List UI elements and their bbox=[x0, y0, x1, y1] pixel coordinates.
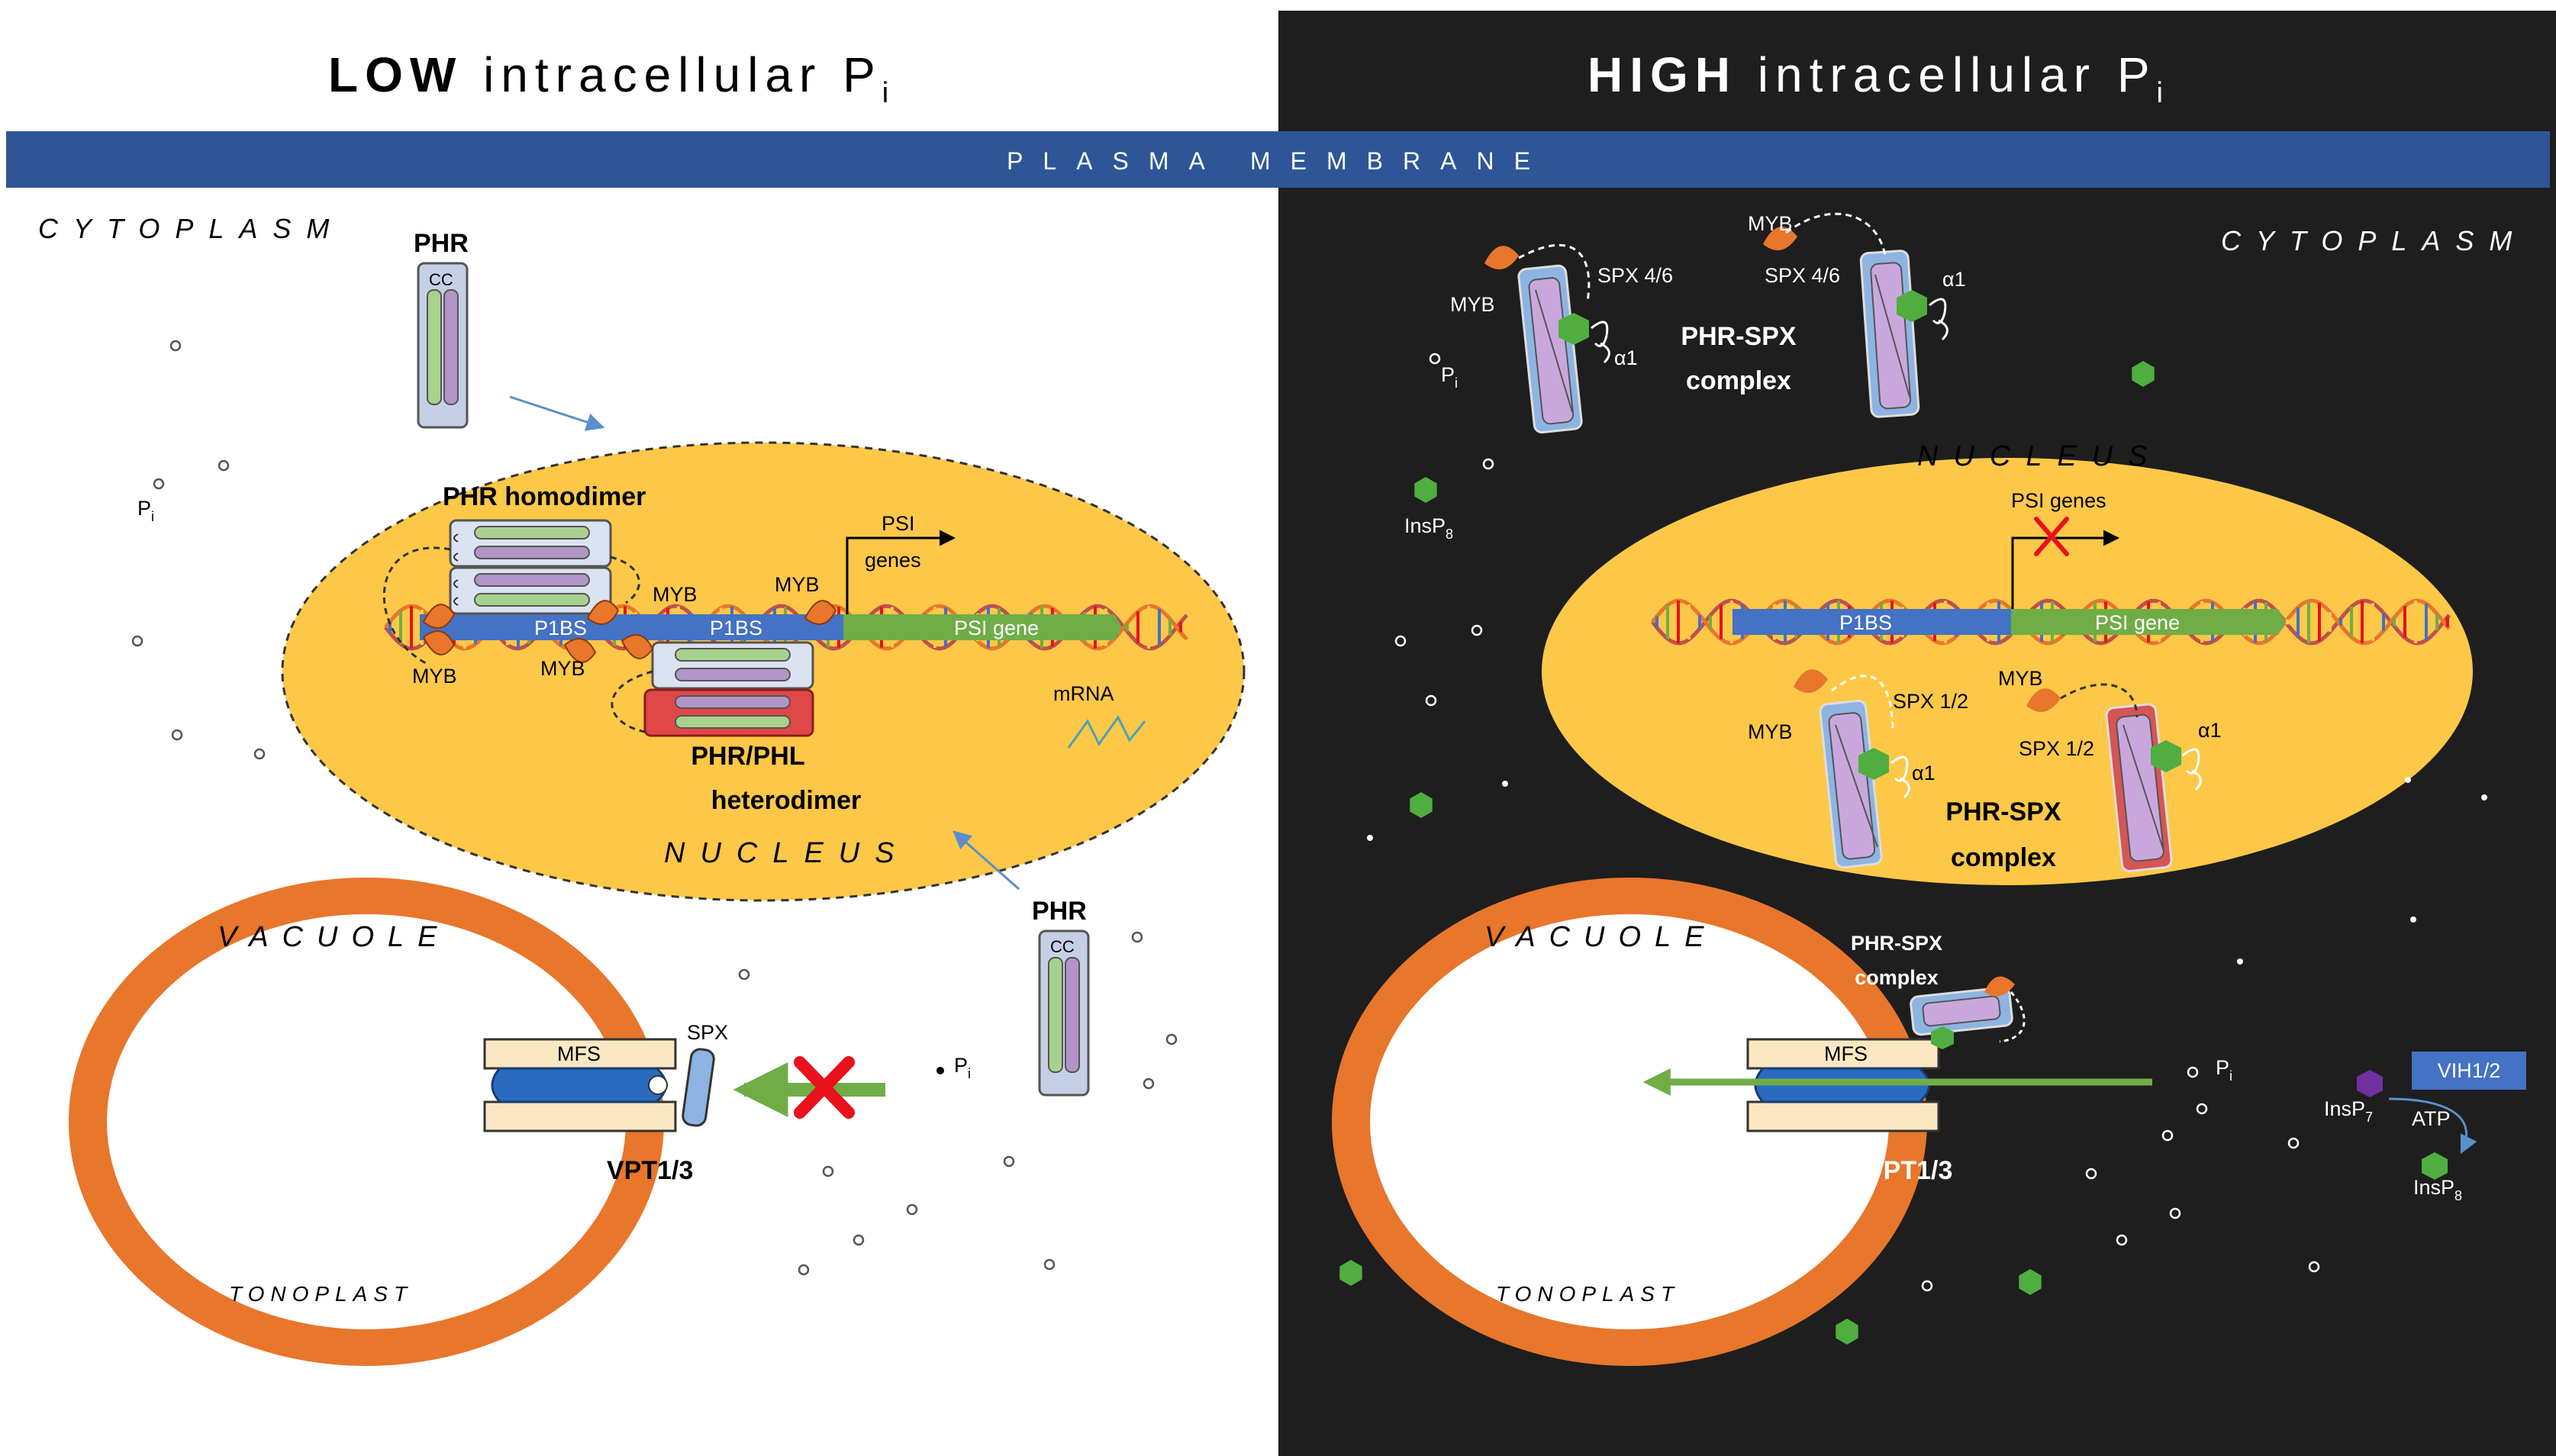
nuclear-alpha-label-1: α1 bbox=[1912, 762, 1936, 784]
cyto-myb-label-1: MYB bbox=[1450, 293, 1495, 316]
right-p1bs-label: P1BS bbox=[1839, 611, 1892, 634]
nuclear-phr-spx-complex-1 bbox=[1794, 669, 1910, 869]
cyto-phr-spx-label-1: PHR-SPX bbox=[1681, 322, 1796, 351]
left-mfs-label: MFS bbox=[557, 1042, 601, 1065]
left-pi-label-2: Pi bbox=[954, 1054, 971, 1081]
phr-homodimer-label: PHR homodimer bbox=[443, 482, 646, 511]
cyto-spx46-label-2: SPX 4/6 bbox=[1765, 264, 1840, 287]
left-myb-label-3: MYB bbox=[412, 665, 457, 688]
nuclear-myb-label-2: MYB bbox=[1998, 667, 2043, 690]
cyto-myb-label-2: MYB bbox=[1748, 212, 1793, 235]
right-pi-label-1: Pi bbox=[1441, 363, 1458, 391]
left-psi-genes-label-2: genes bbox=[865, 549, 921, 572]
left-p1bs-label-2: P1BS bbox=[710, 617, 762, 639]
phr-bottom-cc: CC bbox=[1050, 937, 1075, 956]
transporter-phr-spx-label-1: PHR-SPX bbox=[1851, 932, 1942, 955]
right-title: HIGH intracellular Pi bbox=[1587, 47, 2170, 109]
right-insp8-label-1: InsP8 bbox=[1404, 514, 1453, 542]
left-pi-dot bbox=[936, 1067, 944, 1074]
phr-top-label: PHR bbox=[414, 229, 469, 258]
nuclear-spx12-label-2: SPX 1/2 bbox=[2019, 737, 2094, 760]
left-mfs-transporter bbox=[483, 1038, 677, 1132]
plasma-membrane bbox=[6, 131, 2550, 188]
left-psi-gene-bar bbox=[843, 614, 1122, 640]
cytoplasm-phr-spx-complex-2 bbox=[1763, 212, 1948, 418]
phr-phl-heterodimer bbox=[611, 641, 814, 737]
left-myb-label-4: MYB bbox=[540, 657, 585, 680]
left-p1bs-label-1: P1BS bbox=[534, 617, 587, 639]
insp7-molecule bbox=[2357, 1070, 2383, 1097]
phr-import-arrow bbox=[509, 395, 605, 431]
right-nucleus-label: NUCLEUS bbox=[1917, 440, 2163, 472]
left-pi-label-1: Pi bbox=[137, 497, 154, 524]
left-tonoplast-label: TONOPLAST bbox=[229, 1282, 413, 1306]
phr-top-protein bbox=[417, 262, 469, 429]
phr-phl-label-1: PHR/PHL bbox=[691, 742, 804, 771]
left-title: LOW intracellular Pi bbox=[328, 47, 895, 109]
right-psi-arrow bbox=[2011, 530, 2120, 609]
right-cytoplasm-label: CYTOPLASM bbox=[2221, 225, 2527, 256]
nuclear-alpha-label-2: α1 bbox=[2198, 719, 2222, 742]
left-cytoplasm-label: CYTOPLASM bbox=[38, 213, 344, 244]
right-tonoplast-label: TONOPLAST bbox=[1496, 1282, 1680, 1306]
left-vacuole-lumen bbox=[107, 914, 626, 1329]
left-psi-arrow bbox=[846, 530, 956, 614]
left-myb-label-1: MYB bbox=[653, 583, 698, 606]
right-psi-genes-label: PSI genes bbox=[2011, 489, 2106, 512]
phr-bottom-arrow bbox=[952, 830, 1020, 891]
right-nucleus bbox=[1542, 458, 2473, 885]
nuclear-phr-spx-label-1: PHR-SPX bbox=[1945, 797, 2061, 826]
nuclear-spx12-label-1: SPX 1/2 bbox=[1893, 690, 1968, 713]
right-insp7-label: InsP7 bbox=[2324, 1097, 2373, 1125]
nuclear-myb-label-1: MYB bbox=[1748, 720, 1793, 743]
cyto-alpha-label-2: α1 bbox=[1942, 268, 1966, 291]
mrna-squiggle bbox=[1067, 715, 1146, 749]
nuclear-phr-spx-label-2: complex bbox=[1951, 843, 2056, 872]
right-mfs-transporter bbox=[1746, 1038, 1940, 1132]
cyto-alpha-label-1: α1 bbox=[1614, 346, 1638, 369]
left-spx-domain bbox=[682, 1048, 715, 1127]
left-vpt-label: VPT1/3 bbox=[607, 1156, 693, 1185]
right-psi-block-x bbox=[2034, 517, 2069, 556]
phr-phl-label-2: heterodimer bbox=[711, 786, 862, 815]
atp-label: ATP bbox=[2412, 1107, 2451, 1130]
phr-bottom-label: PHR bbox=[1032, 897, 1087, 926]
vih-label: VIH1/2 bbox=[2438, 1059, 2501, 1082]
right-psi-gene-bar bbox=[2011, 609, 2286, 635]
right-p1bs-bar bbox=[1732, 609, 2011, 635]
right-vacuole-lumen bbox=[1370, 914, 1889, 1329]
right-vacuole-label: VACUOLE bbox=[1484, 921, 1718, 953]
vih-reaction-arrow bbox=[2388, 1097, 2477, 1155]
plasma-membrane-label: PLASMA MEMBRANE bbox=[1007, 147, 1550, 175]
right-insp8-molecules bbox=[1339, 361, 2155, 1345]
mrna-label: mRNA bbox=[1053, 682, 1114, 705]
phr-bottom-protein bbox=[1038, 929, 1090, 1097]
vih-enzyme bbox=[2412, 1052, 2526, 1090]
left-psi-genes-label-1: PSI bbox=[882, 512, 915, 535]
right-pi-label-2: Pi bbox=[2216, 1056, 2232, 1084]
phr-top-cc: CC bbox=[429, 270, 453, 289]
right-psi-gene-label: PSI gene bbox=[2095, 611, 2180, 634]
insp8-product-molecule bbox=[2422, 1152, 2448, 1180]
transporter-phr-spx-complex bbox=[1910, 976, 2026, 1049]
left-myb-label-2: MYB bbox=[775, 573, 820, 596]
cyto-spx46-label-1: SPX 4/6 bbox=[1597, 264, 1673, 287]
left-myb-domains bbox=[422, 600, 837, 663]
transporter-phr-spx-label-2: complex bbox=[1855, 966, 1939, 989]
right-mfs-label: MFS bbox=[1824, 1042, 1868, 1065]
right-pi-molecules bbox=[1367, 353, 2487, 1292]
left-vacuole-label: VACUOLE bbox=[218, 921, 451, 953]
cytoplasm-phr-spx-complex-1 bbox=[1484, 243, 1610, 434]
left-psi-gene-label: PSI gene bbox=[954, 617, 1039, 639]
phr-homodimer bbox=[382, 519, 640, 665]
cyto-phr-spx-label-2: complex bbox=[1686, 366, 1791, 395]
left-pi-molecules bbox=[131, 340, 1178, 1276]
right-insp8-label-2: InsP8 bbox=[2413, 1176, 2462, 1203]
nuclear-phr-spx-complex-2 bbox=[2026, 683, 2202, 873]
right-vpt-label: VPT1/3 bbox=[1866, 1156, 1952, 1185]
left-nucleus-label: NUCLEUS bbox=[664, 837, 910, 869]
left-block-x bbox=[794, 1056, 855, 1119]
left-spx-label: SPX bbox=[687, 1021, 728, 1044]
